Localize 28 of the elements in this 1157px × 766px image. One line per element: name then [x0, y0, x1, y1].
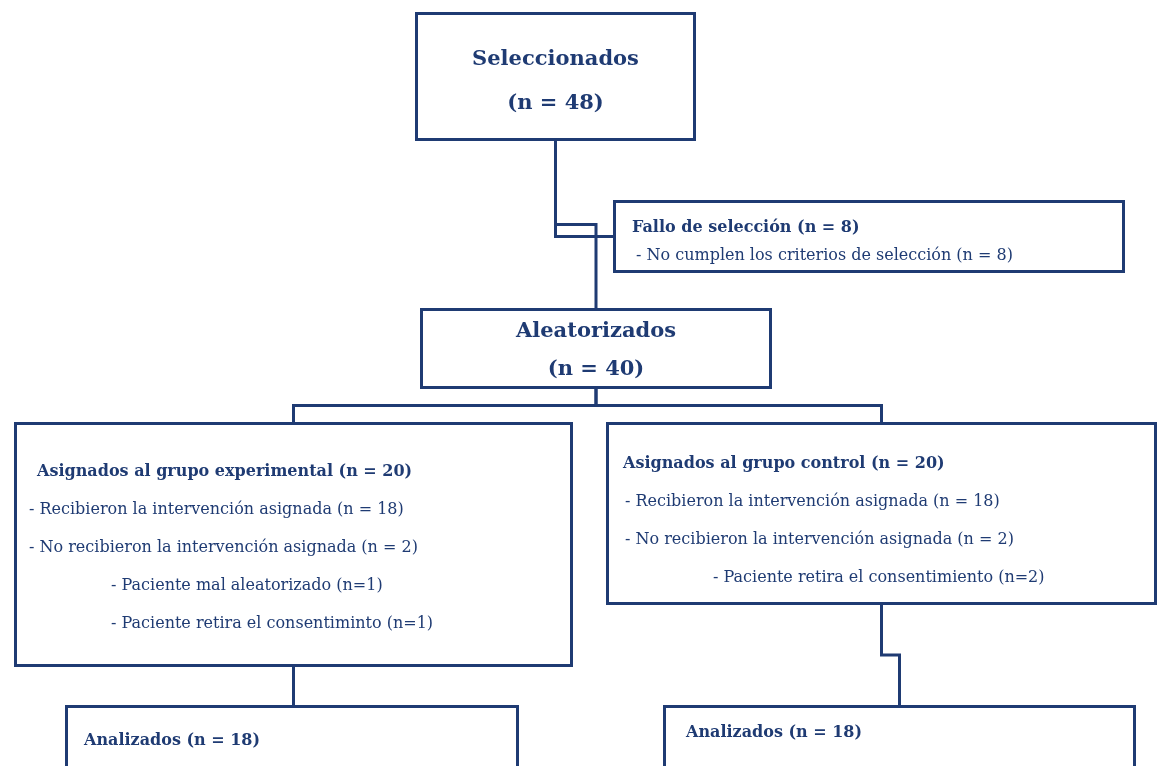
- box-text: (n = 48): [506, 89, 605, 115]
- flow-box: [65, 705, 519, 766]
- flow-box: [14, 422, 573, 667]
- box-heading: Aleatorizados: [514, 317, 677, 343]
- flow-box: [663, 705, 1136, 766]
- connector-line: [292, 667, 295, 705]
- flow-box: [415, 12, 696, 141]
- box-heading: Asignados al grupo experimental (n = 20): [37, 461, 413, 481]
- box-text: - Paciente retira el consentimiento (n=2): [713, 567, 1045, 587]
- box-text: - No cumplen los criterios de selección (n = 8): [636, 245, 1013, 265]
- box-text: - Paciente mal aleatorizado (n=1): [111, 575, 383, 595]
- connector-line: [880, 605, 901, 705]
- box-text: - No recibieron la intervención asignada (n = 2): [29, 537, 418, 557]
- box-text: - Recibieron la intervención asignada (n = 18): [625, 491, 1000, 511]
- box-text: (n = 40): [546, 355, 646, 381]
- connector-line: [554, 141, 613, 238]
- box-text: - Paciente retira el consentiminto (n=1): [111, 613, 434, 633]
- box-text: - No recibieron la intervención asignada (n = 2): [625, 529, 1014, 549]
- connector-line: [594, 389, 883, 422]
- flow-box: [420, 308, 772, 389]
- box-heading: Asignados al grupo control (n = 20): [623, 453, 945, 473]
- box-heading: Fallo de selección (n = 8): [632, 217, 860, 237]
- flow-box: [613, 200, 1125, 273]
- box-heading: Analizados (n = 18): [84, 730, 261, 750]
- box-heading: Seleccionados: [471, 45, 640, 71]
- box-heading: Analizados (n = 18): [686, 722, 863, 742]
- flow-box: [606, 422, 1157, 605]
- box-text: - Recibieron la intervención asignada (n = 18): [29, 499, 404, 519]
